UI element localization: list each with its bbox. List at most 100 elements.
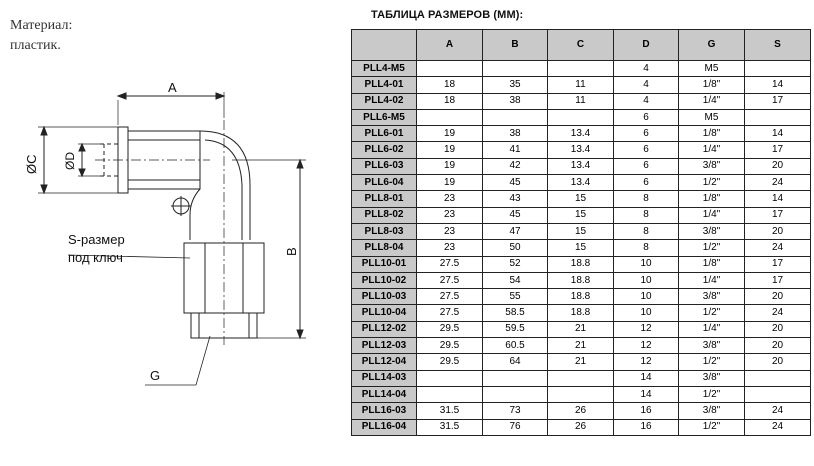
table-cell: 35: [482, 76, 548, 94]
table-cell: 6: [613, 125, 679, 143]
table-cell: 24: [744, 304, 811, 322]
table-cell: 16: [613, 418, 679, 436]
table-cell: 14: [613, 369, 679, 387]
table-cell: [547, 108, 614, 127]
table-cell: 38: [482, 125, 548, 143]
model-code-cell: PLL6-02: [351, 141, 417, 159]
model-code-cell: PLL8-02: [351, 206, 417, 224]
label-d: ØD: [63, 152, 77, 170]
table-cell: 19: [416, 174, 483, 192]
model-code-cell: PLL8-03: [351, 222, 417, 241]
column-header: C: [547, 29, 614, 61]
label-s-line1: S-размер: [68, 232, 125, 247]
model-code-cell: PLL4-01: [351, 76, 417, 94]
table-cell: 50: [482, 239, 548, 257]
table-cell: 3/8": [678, 402, 745, 420]
table-cell: 18: [416, 92, 483, 110]
table-cell: 1/4": [678, 320, 745, 339]
table-cell: 18: [416, 76, 483, 94]
column-header: S: [744, 29, 811, 61]
table-cell: 19: [416, 141, 483, 159]
label-g: G: [150, 368, 160, 383]
table-cell: 3/8": [678, 369, 745, 387]
table-cell: 27.5: [416, 304, 483, 322]
table-cell: M5: [678, 108, 745, 127]
table-cell: [744, 108, 811, 127]
model-code-cell: PLL4-M5: [351, 59, 417, 78]
table-cell: [744, 369, 811, 387]
table-cell: 20: [744, 157, 811, 176]
table-cell: 13.4: [547, 157, 614, 176]
table-cell: 1/8": [678, 190, 745, 208]
table-cell: 3/8": [678, 157, 745, 176]
table-cell: 10: [613, 255, 679, 273]
table-cell: [416, 59, 483, 78]
table-cell: 20: [744, 353, 811, 371]
table-cell: 21: [547, 353, 614, 371]
table-cell: 1/4": [678, 206, 745, 224]
table-cell: 4: [613, 92, 679, 110]
model-code-cell: PLL8-01: [351, 190, 417, 208]
table-cell: 64: [482, 353, 548, 371]
table-cell: 13.4: [547, 141, 614, 159]
model-code-cell: PLL10-04: [351, 304, 417, 322]
table-cell: 8: [613, 190, 679, 208]
table-cell: 21: [547, 320, 614, 339]
table-cell: 4: [613, 59, 679, 78]
table-cell: 52: [482, 255, 548, 273]
table-cell: 18.8: [547, 304, 614, 322]
table-cell: [547, 59, 614, 78]
table-cell: 73: [482, 402, 548, 420]
table-cell: 12: [613, 353, 679, 371]
label-a: A: [168, 80, 177, 95]
table-cell: 24: [744, 174, 811, 192]
table-cell: 24: [744, 418, 811, 436]
table-cell: 26: [547, 418, 614, 436]
table-cell: 13.4: [547, 125, 614, 143]
model-code-cell: PLL10-03: [351, 288, 417, 306]
table-cell: 58.5: [482, 304, 548, 322]
material-note: Материал: пластик.: [10, 16, 72, 56]
table-cell: 23: [416, 190, 483, 208]
table-cell: 1/8": [678, 125, 745, 143]
table-cell: [482, 369, 548, 387]
table-cell: 3/8": [678, 288, 745, 306]
table-cell: 23: [416, 222, 483, 241]
table-cell: 24: [744, 402, 811, 420]
table-cell: 17: [744, 206, 811, 224]
table-cell: 1/2": [678, 385, 745, 404]
table-title: ТАБЛИЦА РАЗМЕРОВ (ММ):: [371, 9, 524, 21]
table-cell: 47: [482, 222, 548, 241]
table-cell: 1/4": [678, 271, 745, 290]
table-cell: [547, 369, 614, 387]
label-b: B: [284, 247, 299, 256]
column-header: D: [613, 29, 679, 61]
label-c: ØC: [24, 155, 39, 175]
model-code-cell: PLL16-04: [351, 418, 417, 436]
table-cell: 43: [482, 190, 548, 208]
table-cell: 19: [416, 157, 483, 176]
table-cell: [416, 369, 483, 387]
table-cell: 3/8": [678, 337, 745, 355]
table-cell: 20: [744, 320, 811, 339]
g-leader-line: [195, 335, 211, 386]
table-cell: [482, 108, 548, 127]
table-cell: 1/2": [678, 353, 745, 371]
table-cell: 20: [744, 222, 811, 241]
model-code-cell: PLL6-M5: [351, 108, 417, 127]
table-cell: 60.5: [482, 337, 548, 355]
table-cell: 23: [416, 206, 483, 224]
table-cell: 13.4: [547, 174, 614, 192]
table-cell: 8: [613, 222, 679, 241]
